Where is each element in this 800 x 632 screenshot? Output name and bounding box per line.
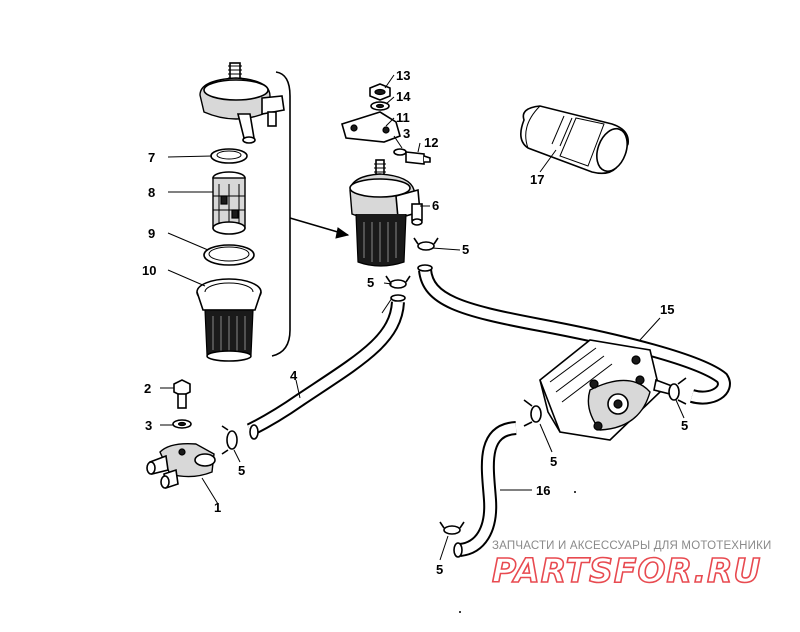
callout-3-upper: 3 <box>403 126 410 141</box>
callout-5-valve: 5 <box>238 463 245 478</box>
callout-10: 10 <box>142 263 156 278</box>
leader-lines <box>160 74 685 561</box>
assembled-filter <box>349 159 423 267</box>
callout-15: 15 <box>660 302 674 317</box>
hose-clip-pump-right <box>668 377 687 405</box>
hose-clip-bottom <box>439 521 465 535</box>
callout-5-upper-right: 5 <box>462 242 469 257</box>
hose-clip-valve <box>221 425 238 455</box>
hose-4 <box>246 294 406 440</box>
gasket-9 <box>203 244 255 266</box>
hose-clip-pump-left <box>523 399 542 427</box>
fuel-pump <box>539 339 673 441</box>
bolt-12 <box>405 151 431 165</box>
callout-4: 4 <box>290 368 298 383</box>
callout-5-pump-right: 5 <box>681 418 688 433</box>
callout-1: 1 <box>214 500 221 515</box>
callout-5-bottom: 5 <box>436 562 443 577</box>
callout-labels: 1 2 3 3 4 5 5 5 5 5 5 5 6 7 8 9 10 11 12… <box>142 68 688 577</box>
mounting-bracket-11 <box>341 111 401 143</box>
speck-dot <box>459 611 461 613</box>
o-ring-7 <box>210 148 248 164</box>
callout-3-lower: 3 <box>145 418 152 433</box>
callout-9: 9 <box>148 226 155 241</box>
hose-clip-upper-right <box>413 237 439 251</box>
callout-7: 7 <box>148 150 155 165</box>
washer-3-upper <box>393 148 407 156</box>
protective-sleeve-17 <box>520 105 629 175</box>
watermark: ЗАПЧАСТИ И АКСЕССУАРЫ ДЛЯ МОТОТЕХНИКИ PA… <box>491 540 772 591</box>
callout-17: 17 <box>530 172 544 187</box>
fuel-valve-1 <box>146 442 216 490</box>
callout-5-pump-left: 5 <box>550 454 557 469</box>
filter-head-exploded <box>199 62 285 144</box>
hose-16 <box>453 421 518 558</box>
speck-dot <box>574 491 576 493</box>
hose-15 <box>417 264 731 405</box>
washer-14 <box>370 101 390 111</box>
bolt-2 <box>173 379 191 409</box>
callout-5-upper-left: 5 <box>367 275 374 290</box>
callout-13: 13 <box>396 68 410 83</box>
callout-2: 2 <box>144 381 151 396</box>
callout-12: 12 <box>424 135 438 150</box>
filter-element-8 <box>212 171 246 235</box>
washer-3-lower <box>172 419 192 429</box>
callout-11: 11 <box>396 110 410 125</box>
nut-13 <box>369 83 391 101</box>
callout-16: 16 <box>536 483 550 498</box>
watermark-brand: PARTSFOR.RU <box>492 551 761 590</box>
hose-clip-upper-left <box>385 275 411 289</box>
callout-6: 6 <box>432 198 439 213</box>
assembly-bracket <box>271 71 291 357</box>
assembly-arrow <box>289 217 350 239</box>
filter-bowl-10 <box>196 278 262 362</box>
callout-14: 14 <box>396 89 411 104</box>
watermark-tagline: ЗАПЧАСТИ И АКСЕССУАРЫ ДЛЯ МОТОТЕХНИКИ <box>492 540 772 552</box>
callout-8: 8 <box>148 185 155 200</box>
